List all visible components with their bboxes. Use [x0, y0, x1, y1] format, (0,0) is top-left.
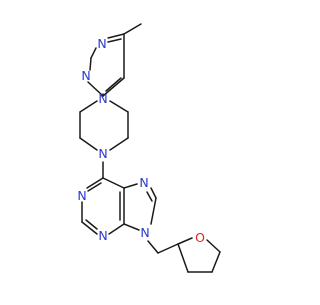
atom-n-purine-9: N [140, 225, 149, 240]
bond-pym-n1-c2 [90, 47, 97, 59]
bond-pur-c8-n9 [150, 197, 157, 225]
bond-pym-c4-c5-double [105, 77, 122, 92]
bond-thf-o1-c5 [206, 239, 221, 253]
bond-ch2-thf [157, 243, 179, 254]
atom-n-purine-7: N [139, 175, 148, 190]
bond-thf-c3-c2 [177, 243, 189, 273]
bond-pym-c4-c5 [102, 77, 125, 97]
atom-labels: N N N N N N N N O [77, 36, 205, 245]
atom-n-pyrimidine-left: N [81, 68, 90, 83]
atom-n-purine-1: N [77, 188, 86, 203]
bond-pym-c6-n1 [107, 33, 125, 39]
bond-pip-n1-c2 [109, 100, 129, 113]
bond-pym-c6-n1-double [107, 38, 122, 43]
bond-methyl [123, 23, 142, 35]
bond-thf-c5-c4 [211, 251, 221, 273]
bond-pip-c6-n1 [79, 100, 98, 113]
bond-pym-c2-n3 [89, 57, 92, 71]
atom-n-piperazine-top: N [98, 91, 107, 106]
bond-pur-c2-n3 [81, 221, 98, 235]
bond-pym-n3-c4 [87, 81, 104, 97]
bond-pur-c2-n3-double [85, 219, 98, 230]
bond-n9-ch2 [147, 240, 159, 254]
atom-n-piperazine-bottom: N [98, 146, 107, 161]
bond-pur-n3-c4 [108, 223, 125, 235]
bond-pur-n7-c8 [150, 187, 157, 199]
bond-pip-n4-c5 [79, 137, 98, 151]
bond-pur-c5-c6 [102, 177, 125, 189]
bond-pur-c5-n7 [123, 183, 138, 189]
bonds [79, 23, 221, 273]
bond-pur-n7-c8-double [146, 191, 153, 202]
molecule-structure: N N N N N N N N O [77, 23, 221, 273]
molecule-canvas: N N N N N N N N O [77, 23, 221, 273]
atom-n-pyrimidine-top: N [97, 36, 106, 51]
bond-pur-n9-c4 [123, 223, 140, 231]
bond-pip-c3-n4 [109, 137, 129, 151]
atom-o-tetrahydrofuran: O [195, 230, 205, 245]
bond-pur-c6-n1-double [87, 182, 102, 192]
bond-pur-c6-n1 [86, 177, 104, 189]
bond-thf-c2-o1 [177, 237, 193, 245]
atom-n-purine-3: N [98, 228, 107, 243]
